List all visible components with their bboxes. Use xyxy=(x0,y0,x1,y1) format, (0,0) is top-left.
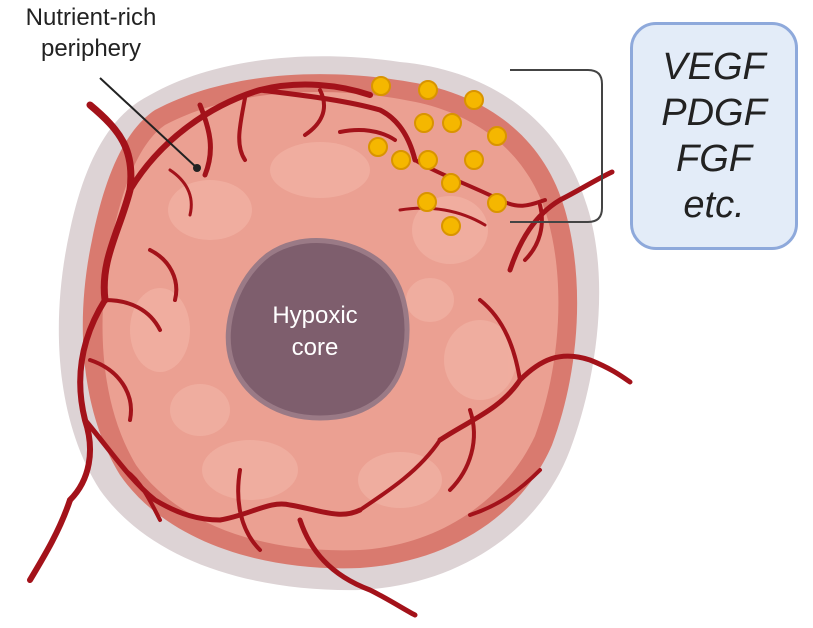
core-label: Hypoxic core xyxy=(236,300,394,364)
hypoxic-core xyxy=(225,238,410,421)
periphery-pointer-line xyxy=(99,77,198,169)
growth-factor-particles xyxy=(368,76,507,236)
growth-factor-fgf: FGF xyxy=(676,138,752,180)
core-label-line2: core xyxy=(291,334,339,361)
core-label-line1: Hypoxic xyxy=(272,302,358,329)
factor-bracket xyxy=(510,69,603,223)
growth-factor-etc: etc. xyxy=(683,184,745,226)
periphery-label: Nutrient-rich periphery xyxy=(6,2,176,64)
growth-factor-vegf: VEGF xyxy=(662,46,766,88)
periphery-label-line2: periphery xyxy=(40,35,142,62)
periphery-pointer-dot xyxy=(193,164,201,172)
growth-factor-box: VEGF PDGF FGF etc. xyxy=(630,22,798,250)
periphery-label-line1: Nutrient-rich xyxy=(25,4,157,31)
growth-factor-pdgf: PDGF xyxy=(661,92,767,134)
blood-vessels xyxy=(27,81,633,618)
